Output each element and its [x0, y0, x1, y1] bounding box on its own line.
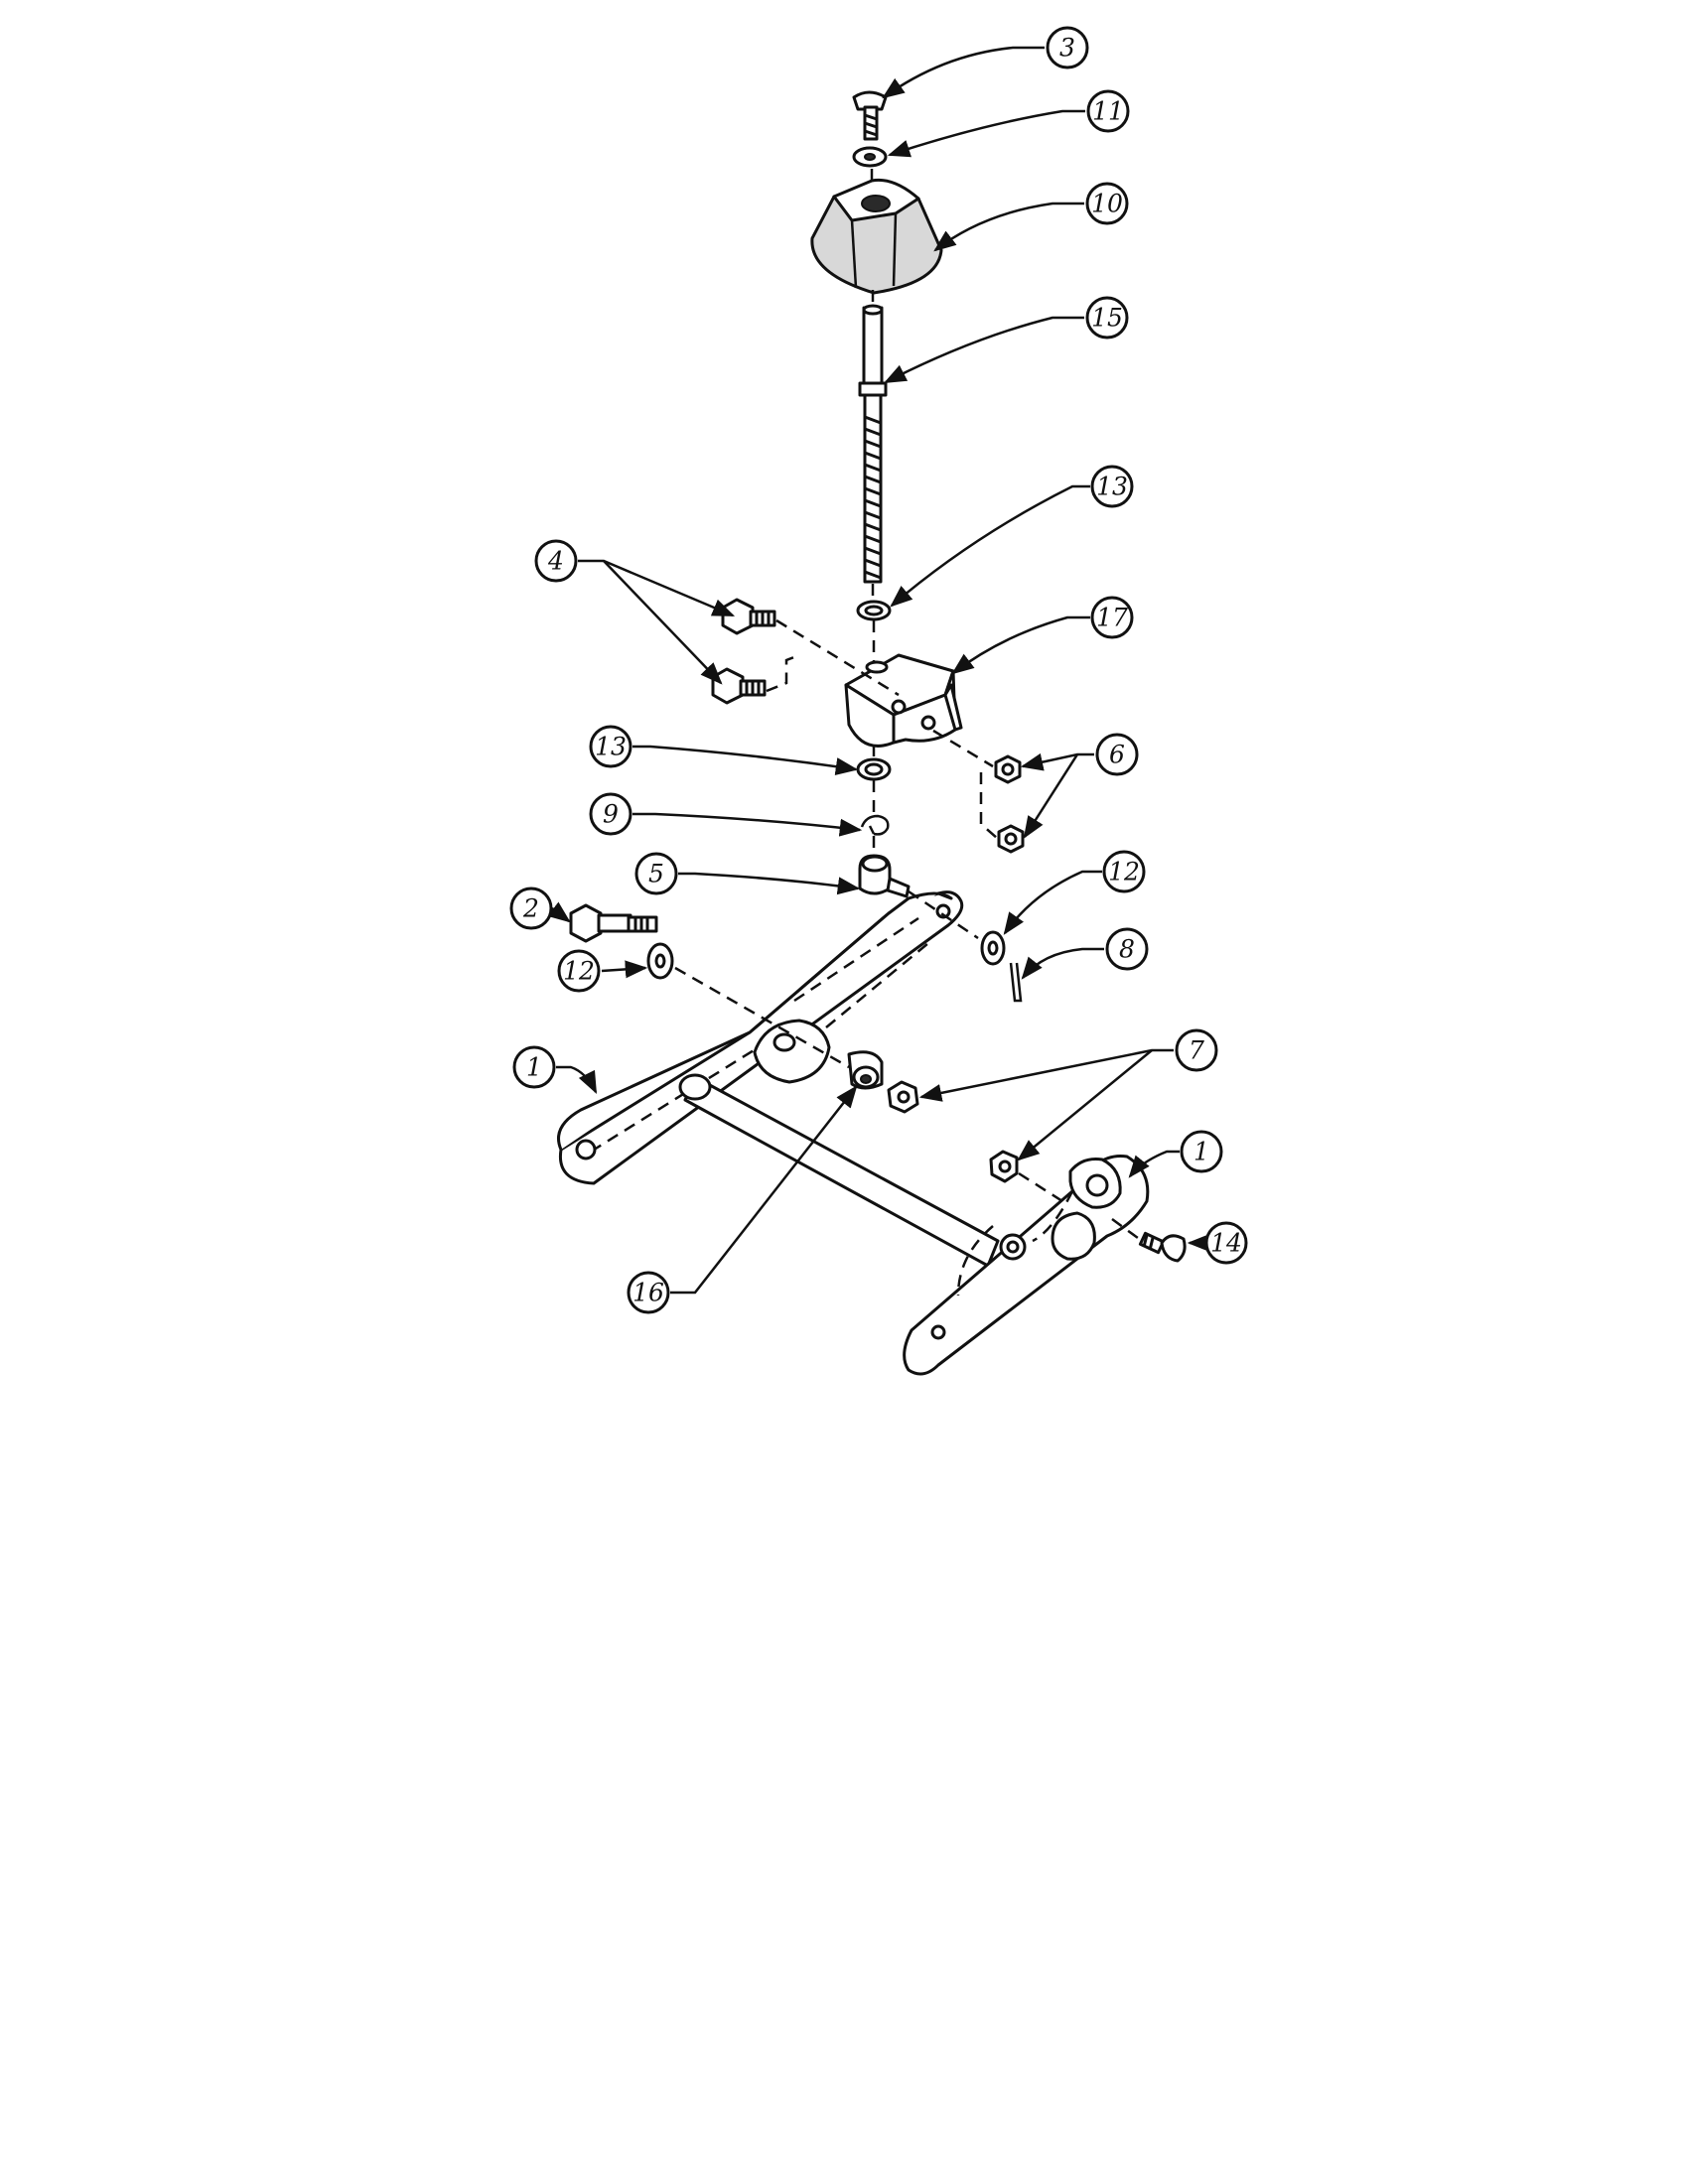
callout-15: 15 [883, 296, 1129, 384]
callout-9: 9 [589, 792, 863, 837]
part-12-washer-left [646, 942, 674, 980]
callout-5-label: 5 [648, 860, 664, 888]
part-11-washer [852, 146, 888, 168]
part-9-eclip [860, 814, 890, 836]
callout-1-right: 1 [1128, 1130, 1223, 1178]
callout-4-label: 4 [547, 547, 564, 576]
centerlines [674, 169, 1143, 1243]
callout-15-label: 15 [1091, 304, 1123, 333]
part-13-washer-upper [856, 600, 892, 621]
callout-6: 6 [1020, 733, 1139, 839]
callout-13-lower-label: 13 [595, 733, 627, 761]
callout-12-right: 12 [1003, 850, 1146, 935]
callout-14-label: 14 [1210, 1229, 1242, 1258]
callout-17: 17 [951, 596, 1134, 675]
callout-7: 7 [918, 1028, 1218, 1161]
callout-5: 5 [634, 852, 861, 895]
callout-10-label: 10 [1091, 190, 1123, 218]
callout-7-label: 7 [1189, 1036, 1204, 1065]
callout-11-label: 11 [1092, 97, 1124, 126]
callout-1-left-label: 1 [526, 1053, 542, 1082]
shaft-threads [864, 415, 882, 580]
part-1-arm-left [557, 890, 964, 1185]
callout-14: 14 [1187, 1221, 1248, 1265]
callout-13-upper: 13 [890, 465, 1134, 608]
part-7-nut-left [887, 1080, 919, 1114]
callout-17-label: 17 [1096, 604, 1128, 632]
callout-10: 10 [933, 182, 1129, 252]
part-14-thumb-screw [1138, 1231, 1187, 1263]
part-1-arm-right [903, 1154, 1150, 1376]
part-17-bracket [844, 653, 963, 748]
callout-3-label: 3 [1059, 34, 1075, 63]
part-6-nut-upper [994, 754, 1022, 784]
part-4-bolt-upper [721, 598, 776, 635]
callout-6-label: 6 [1109, 741, 1125, 769]
callout-8: 8 [1021, 927, 1149, 980]
cross-tube [678, 1073, 1000, 1268]
part-8-cotter-pin [1009, 962, 1023, 1003]
callout-16-label: 16 [632, 1279, 664, 1307]
callout-4: 4 [534, 539, 736, 685]
callout-2: 2 [509, 887, 571, 930]
callout-11: 11 [887, 89, 1130, 158]
part-13-washer-lower [856, 757, 892, 781]
callout-9-label: 9 [603, 800, 619, 829]
part-10-knob [810, 178, 943, 295]
part-3-screw [852, 90, 888, 141]
callout-13-upper-label: 13 [1096, 473, 1128, 501]
callout-12-right-label: 12 [1108, 858, 1140, 887]
callout-12-left-label: 12 [563, 957, 595, 986]
part-5-swivel [858, 854, 911, 898]
callout-2-label: 2 [522, 894, 539, 923]
callout-8-label: 8 [1119, 935, 1135, 964]
part-4-bolt-lower [711, 667, 767, 705]
part-6-nut-lower [997, 824, 1025, 854]
callout-1-left: 1 [512, 1045, 598, 1095]
part-16-spacer [847, 1050, 884, 1090]
callout-13-lower: 13 [589, 725, 859, 775]
callout-1-right-label: 1 [1193, 1138, 1209, 1166]
parts-layer [557, 90, 1187, 1376]
part-15-shaft [858, 304, 888, 584]
callout-3: 3 [882, 26, 1089, 99]
callout-12-left: 12 [557, 949, 648, 993]
part-12-washer-right [980, 930, 1006, 966]
callout-16: 16 [627, 1085, 858, 1314]
part-2-bolt [569, 903, 658, 943]
callouts-layer: 3 11 10 15 13 4 [509, 26, 1248, 1314]
part-7-nut-right [989, 1150, 1019, 1183]
